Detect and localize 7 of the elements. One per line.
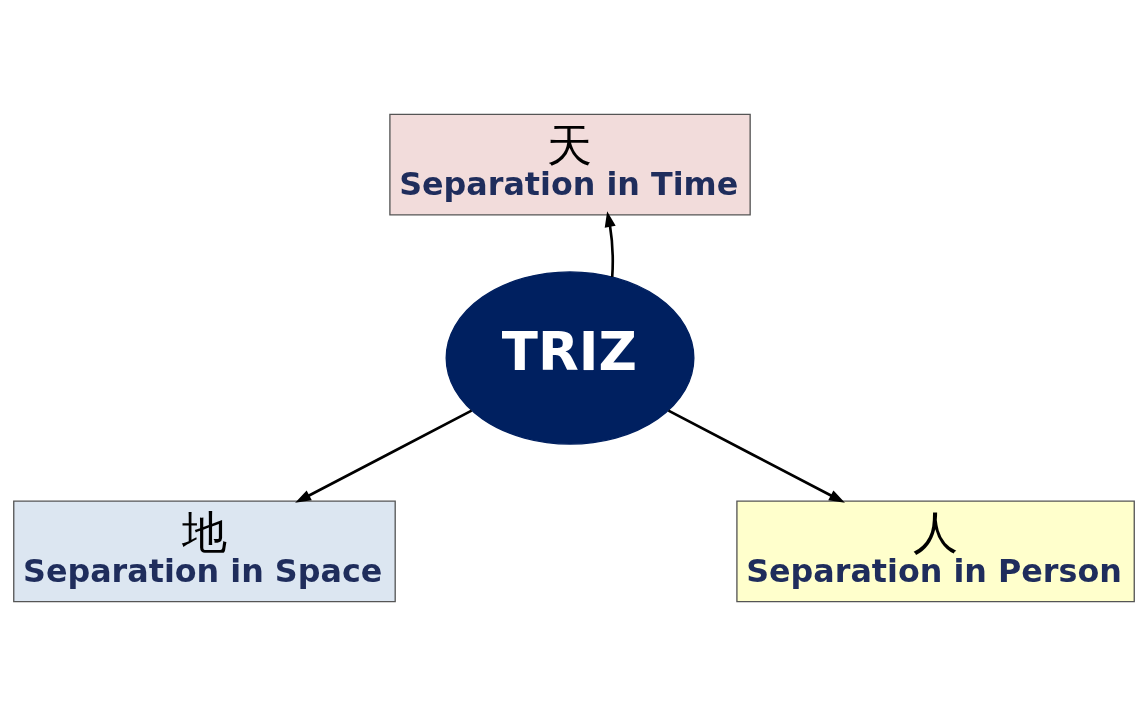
arrow <box>295 409 473 503</box>
arrow <box>604 210 616 277</box>
arrow <box>667 409 845 503</box>
node-ellipse: TRIZ <box>445 270 695 445</box>
node-box: 人 Separation in Person <box>736 499 1135 602</box>
node-box: 天 Separation in Time <box>389 113 751 216</box>
node-box: 地 Separation in Space <box>13 499 396 602</box>
